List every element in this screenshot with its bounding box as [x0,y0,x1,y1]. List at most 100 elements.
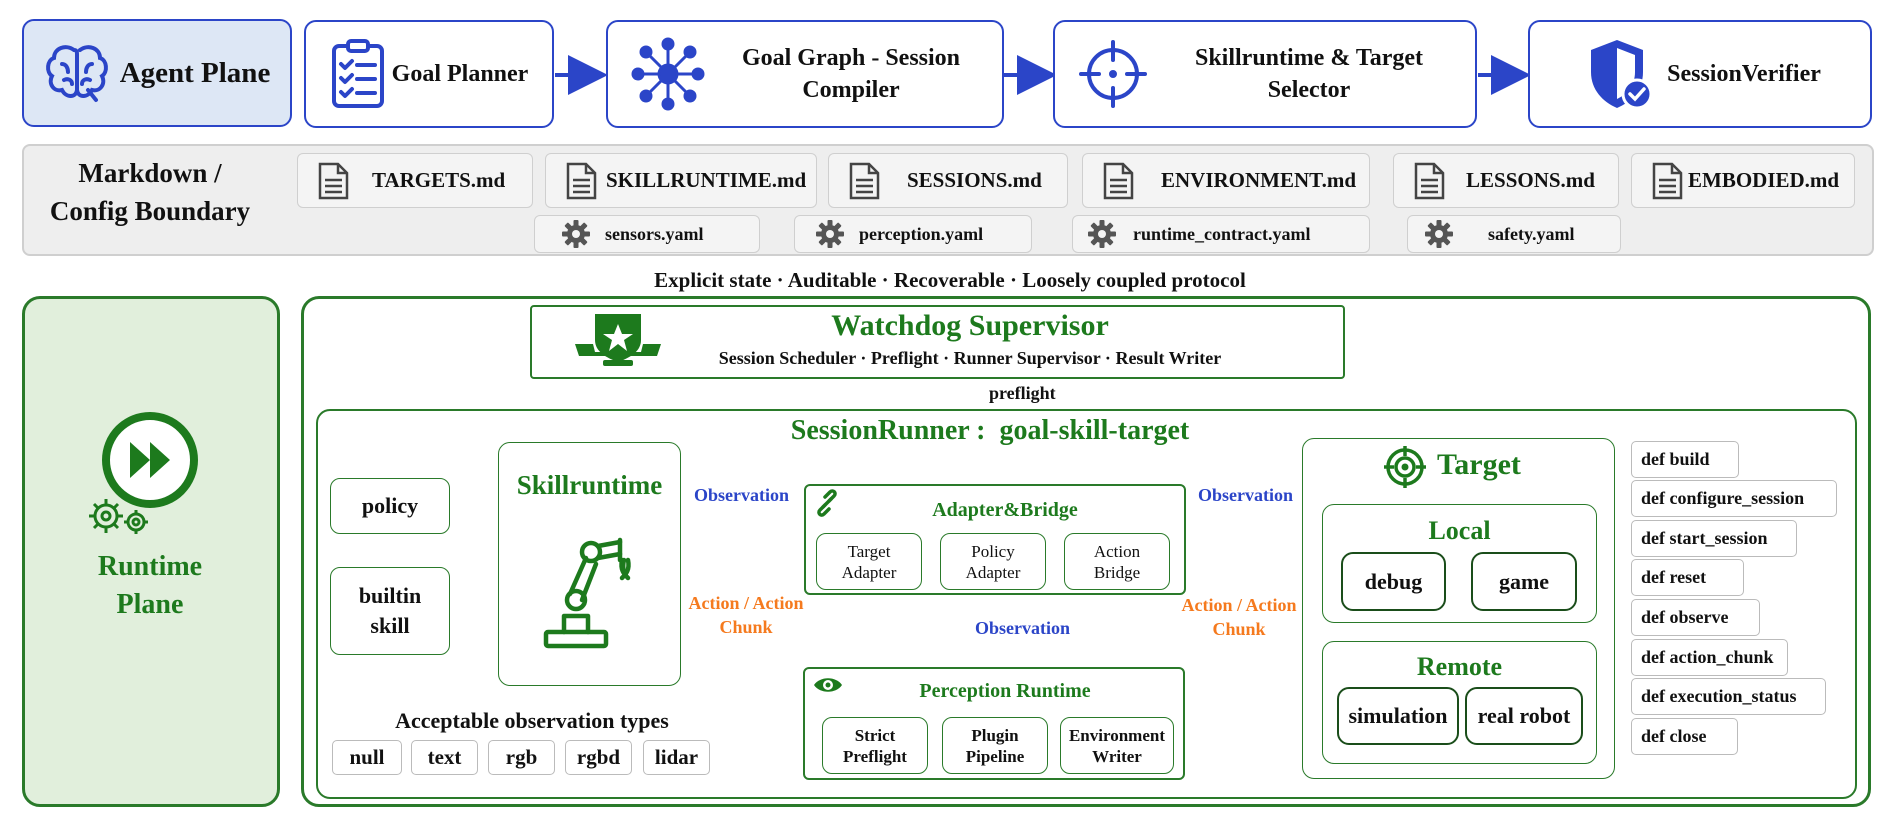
file-targets-label: TARGETS.md [372,168,506,192]
builtin-skill-label: builtin skill [358,583,422,638]
document-icon [1652,162,1683,199]
yaml-runtime-contract-label: runtime_contract.yaml [1133,223,1311,244]
simulation-box[interactable]: simulation [1337,687,1459,745]
skill-selector-label: Skillruntime & Target Selector [1194,45,1423,103]
yaml-perception-label: perception.yaml [859,223,984,244]
goal-planner-box: Goal Planner [304,20,554,128]
target-adapter-box: Target Adapter [816,533,922,590]
gear-icon [816,220,844,248]
gear-icon [1425,220,1453,248]
file-sessions-label: SESSIONS.md [907,168,1042,192]
observation-label-right: Observation [1198,485,1294,505]
document-icon [1103,162,1134,199]
file-skillruntime[interactable]: SKILLRUNTIME.md [545,153,817,208]
agent-plane-label: Agent Plane [119,56,271,89]
file-embodied-label: EMBODIED.md [1688,168,1840,192]
runtime-plane-label: Runtime Plane [97,551,203,620]
action-bridge-box: Action Bridge [1064,533,1170,590]
yaml-runtime-contract[interactable]: runtime_contract.yaml [1072,215,1370,253]
config-boundary-label: Markdown / Config Boundary [49,158,251,226]
strict-preflight-label: Strict Preflight [843,725,907,766]
watchdog-box [530,305,1345,379]
runtime-plane-panel [22,296,280,807]
def-build: def build [1631,441,1739,478]
obs-type-rgb: rgb [488,740,555,775]
obs-type-rgbd: rgbd [565,740,632,775]
yaml-safety[interactable]: safety.yaml [1407,215,1621,253]
def-reset: def reset [1631,559,1744,596]
simulation-label: simulation [1348,703,1448,728]
gears-icon [89,499,148,534]
yaml-sensors-label: sensors.yaml [605,223,704,244]
session-runner-title: SessionRunner : goal-skill-target [790,415,1190,446]
debug-box[interactable]: debug [1341,552,1446,611]
def-configure-session: def configure_session [1631,480,1837,517]
def-start-session: def start_session [1631,520,1797,557]
obs-type-text: text [411,740,478,775]
file-targets[interactable]: TARGETS.md [297,153,533,208]
gear-icon [1088,220,1116,248]
environment-writer-box: Environment Writer [1060,717,1174,774]
perception-runtime-title: Perception Runtime [919,679,1091,702]
remote-title: Remote [1416,652,1503,681]
document-icon [318,162,349,199]
def-execution-status: def execution_status [1631,678,1826,715]
debug-label: debug [1364,568,1423,594]
yaml-sensors[interactable]: sensors.yaml [534,215,760,253]
file-lessons[interactable]: LESSONS.md [1393,153,1619,208]
policy-adapter-box: Policy Adapter [940,533,1046,590]
local-title: Local [1428,516,1491,545]
eye-icon [814,678,842,692]
action-label-right: Action / Action Chunk [1181,595,1297,639]
plugin-pipeline-box: Plugin Pipeline [942,717,1048,774]
brain-icon [45,45,108,102]
file-environment-label: ENVIRONMENT.md [1161,168,1357,192]
file-skillruntime-label: SKILLRUNTIME.md [606,168,807,192]
target-title: Target [1437,448,1521,481]
observation-label-down: Observation [975,618,1071,638]
checklist-icon [331,39,384,108]
preflight-label: preflight [989,383,1056,403]
goal-graph-box: Goal Graph - Session Compiler [606,20,1004,128]
yaml-safety-label: safety.yaml [1488,223,1575,244]
action-bridge-label: Action Bridge [1093,541,1141,582]
file-embodied[interactable]: EMBODIED.md [1631,153,1855,208]
policy-label: policy [361,493,419,518]
game-box[interactable]: game [1471,552,1577,611]
real-robot-box[interactable]: real robot [1465,687,1583,745]
obs-type-lidar: lidar [643,740,710,775]
yaml-perception[interactable]: perception.yaml [794,215,1032,253]
badge-star-icon [575,314,661,366]
tagline: Explicit state · Auditable · Recoverable… [654,267,1246,292]
skill-selector-box: Skillruntime & Target Selector [1053,20,1477,128]
game-label: game [1498,568,1550,594]
link-icon [817,489,837,517]
target-adapter-label: Target Adapter [841,541,897,582]
robot-arm-icon [543,537,631,649]
environment-writer-label: Environment Writer [1068,725,1166,766]
watchdog-subtitle: Session Scheduler · Preflight · Runner S… [718,347,1222,368]
fast-forward-icon [102,412,198,508]
def-close: def close [1631,718,1738,755]
builtin-skill-box: builtin skill [330,567,450,655]
observation-label-left: Observation [694,485,790,505]
def-action-chunk: def action_chunk [1631,639,1788,676]
target-crosshair-icon [1384,446,1426,488]
adapter-bridge-title: Adapter&Bridge [932,498,1078,521]
goal-planner-label: Goal Planner [391,60,529,87]
file-lessons-label: LESSONS.md [1466,168,1595,192]
action-label-left: Action / Action Chunk [688,593,804,637]
watchdog-title: Watchdog Supervisor [831,309,1109,342]
goal-graph-label: Goal Graph - Session Compiler [741,45,961,103]
file-environment[interactable]: ENVIRONMENT.md [1082,153,1370,208]
obs-type-null: null [332,740,402,775]
plugin-pipeline-label: Plugin Pipeline [965,725,1025,766]
file-sessions[interactable]: SESSIONS.md [828,153,1068,208]
policy-adapter-label: Policy Adapter [965,541,1021,582]
document-icon [1414,162,1445,199]
graph-network-icon [631,37,705,111]
verifier-box: SessionVerifier [1528,20,1872,128]
shield-check-icon [1591,40,1653,110]
strict-preflight-box: Strict Preflight [822,717,928,774]
def-observe: def observe [1631,599,1760,636]
